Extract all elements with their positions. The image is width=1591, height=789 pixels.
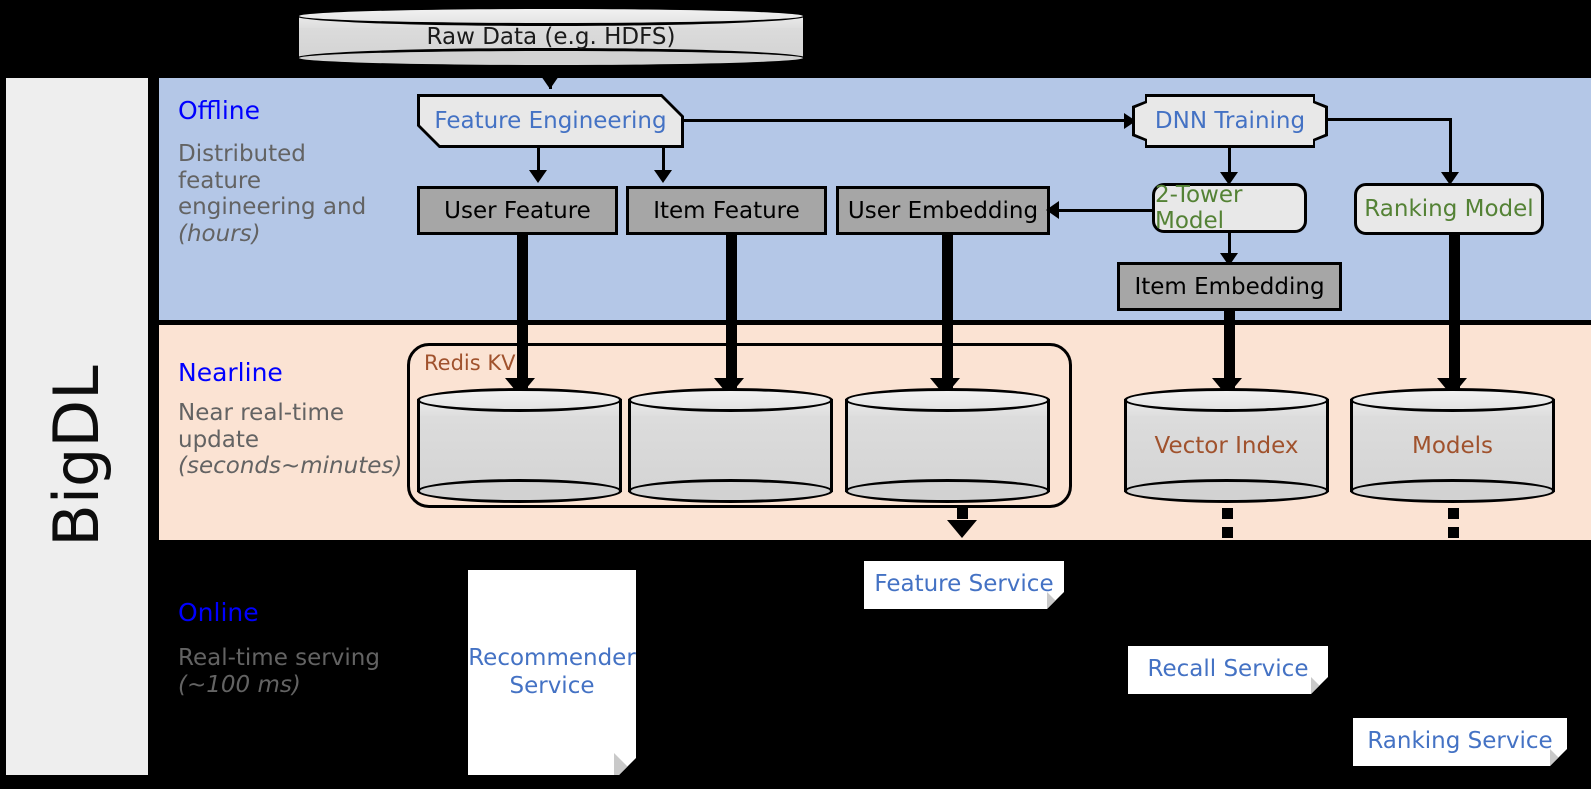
offline-stage-description: Distributed feature engineering and (hou… xyxy=(178,141,383,248)
raw-data-store: Raw Data (e.g. HDFS) xyxy=(296,6,806,68)
models-label: Models xyxy=(1411,432,1494,459)
arrowhead-fe-itemfeature xyxy=(654,170,672,183)
connector-dnn-rankingmodel-horizontal xyxy=(1328,118,1452,121)
online-stage-title: Online xyxy=(178,598,259,627)
cylinder-bottom xyxy=(628,479,833,503)
two-tower-model-label: 2-Tower Model xyxy=(1155,182,1243,234)
connector-dnn-twotower xyxy=(1228,148,1231,178)
models-store: Models xyxy=(1350,388,1555,503)
user-embedding-node[interactable]: User Embedding xyxy=(836,186,1050,235)
ranking-model-label: Ranking Model xyxy=(1364,196,1534,222)
connector-stub-recallservice-2 xyxy=(1222,527,1233,538)
recommender-service-card[interactable]: Recommender Service xyxy=(468,570,636,775)
arrowhead-dnn-twotower xyxy=(1220,172,1238,185)
user-embedding-kv-store xyxy=(845,388,1050,503)
bigdl-label: BigDL xyxy=(39,365,113,547)
ranking-model-node[interactable]: Ranking Model xyxy=(1354,183,1544,235)
online-stage-description: Real-time serving (~100 ms) xyxy=(178,645,388,698)
arrowhead-dnn-rankingmodel xyxy=(1441,172,1459,185)
cylinder-bottom xyxy=(296,48,806,68)
pipe-userembedding-store xyxy=(942,233,953,391)
arrowhead-fe-userfeature xyxy=(529,170,547,183)
redis-kv-container xyxy=(407,343,1072,508)
connector-stub-featureservice xyxy=(957,508,968,519)
cylinder-top xyxy=(845,388,1050,412)
dnn-training-label: DNN Training xyxy=(1135,97,1325,145)
arrowhead-kv-featureservice xyxy=(947,520,977,538)
cylinder-top xyxy=(1350,388,1555,412)
item-feature-node[interactable]: Item Feature xyxy=(626,186,827,235)
user-feature-kv-store xyxy=(417,388,622,503)
connector-stub-rankingservice-2 xyxy=(1448,527,1459,538)
page-fold-corner xyxy=(1311,677,1328,694)
arrowhead-twotower-userembedding xyxy=(1046,201,1059,219)
arrowhead-rawdata-fe xyxy=(541,76,559,89)
nearline-stage-title: Nearline xyxy=(178,358,283,387)
nearline-desc-text: Near real-time update xyxy=(178,400,345,453)
pipe-userfeature-store xyxy=(517,233,528,391)
online-desc-emphasis: (~100 ms) xyxy=(178,671,301,698)
ranking-service-label: Ranking Service xyxy=(1367,728,1553,755)
cylinder-top xyxy=(417,388,622,412)
item-embedding-node[interactable]: Item Embedding xyxy=(1117,262,1342,311)
cylinder-bottom xyxy=(845,479,1050,503)
cylinder-bottom xyxy=(417,479,622,503)
online-desc-text: Real-time serving xyxy=(178,645,380,671)
offline-stage-title: Offline xyxy=(178,96,261,125)
feature-service-label: Feature Service xyxy=(874,571,1054,598)
feature-engineering-node[interactable]: Feature Engineering xyxy=(417,94,684,148)
connector-fe-dnn xyxy=(684,119,1127,122)
connector-dnn-rankingmodel-vertical xyxy=(1449,118,1452,178)
recall-service-label: Recall Service xyxy=(1147,656,1309,683)
page-fold-corner xyxy=(614,753,636,775)
connector-stub-rankingservice-1 xyxy=(1448,508,1459,519)
recall-service-card[interactable]: Recall Service xyxy=(1128,646,1328,694)
connector-twotower-userembedding xyxy=(1056,209,1156,212)
pipe-rankingmodel-models xyxy=(1449,233,1460,391)
cylinder-top xyxy=(296,6,806,26)
connector-fe-itemfeature xyxy=(662,148,665,176)
raw-data-label: Raw Data (e.g. HDFS) xyxy=(426,24,676,50)
feature-service-card[interactable]: Feature Service xyxy=(864,561,1064,609)
user-feature-node[interactable]: User Feature xyxy=(417,186,618,235)
user-embedding-label: User Embedding xyxy=(847,197,1039,224)
cylinder-top xyxy=(628,388,833,412)
connector-twotower-itemembedding xyxy=(1228,233,1231,261)
item-embedding-label: Item Embedding xyxy=(1134,273,1325,300)
pipe-itemfeature-store xyxy=(726,233,737,391)
cylinder-bottom xyxy=(1124,479,1329,503)
cylinder-top xyxy=(1124,388,1329,412)
offline-desc-emphasis: (hours) xyxy=(178,221,261,248)
item-feature-label: Item Feature xyxy=(653,197,800,224)
vector-index-store: Vector Index xyxy=(1124,388,1329,503)
connector-fe-userfeature xyxy=(537,148,540,176)
user-feature-label: User Feature xyxy=(444,197,591,224)
two-tower-model-node[interactable]: 2-Tower Model xyxy=(1152,182,1307,234)
cylinder-bottom xyxy=(1350,479,1555,503)
connector-stub-recallservice-1 xyxy=(1222,508,1233,519)
pipe-itemembedding-vectorindex xyxy=(1224,309,1235,391)
bigdl-framework-panel: BigDL xyxy=(6,78,148,775)
feature-engineering-label: Feature Engineering xyxy=(420,97,681,145)
offline-desc-text: Distributed feature engineering and xyxy=(178,141,367,221)
dnn-training-node[interactable]: DNN Training xyxy=(1132,94,1328,148)
nearline-desc-emphasis: (seconds~minutes) xyxy=(178,453,403,480)
nearline-stage-description: Near real-time update (seconds~minutes) xyxy=(178,400,410,480)
item-feature-kv-store xyxy=(628,388,833,503)
recommender-service-label: Recommender Service xyxy=(468,644,636,699)
vector-index-label: Vector Index xyxy=(1154,432,1299,459)
ranking-service-card[interactable]: Ranking Service xyxy=(1353,718,1567,766)
redis-kv-label: Redis KV xyxy=(424,351,516,375)
